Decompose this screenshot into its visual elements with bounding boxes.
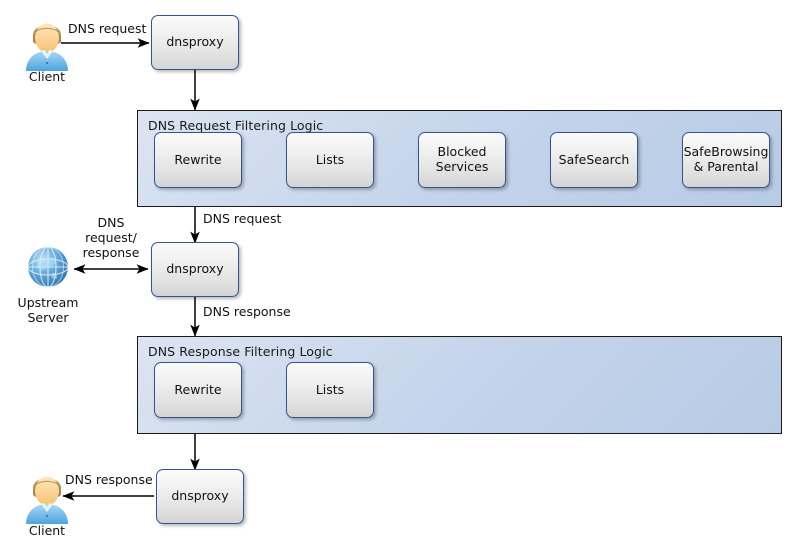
upstream-server-label: Upstream Server bbox=[1, 295, 95, 326]
label-proxy-to-request-filter: DNS request bbox=[203, 211, 282, 226]
req-blocked-services-node[interactable]: Blocked Services bbox=[418, 132, 506, 188]
req-lists-node[interactable]: Lists bbox=[286, 132, 374, 188]
label-upstream-line3: response bbox=[82, 244, 140, 260]
response-filtering-title: DNS Response Filtering Logic bbox=[148, 344, 333, 359]
user-icon bbox=[26, 23, 68, 71]
label-proxy-to-client: DNS response bbox=[65, 472, 153, 487]
req-safesearch-label: SafeSearch bbox=[558, 151, 630, 167]
label-proxy-to-response-filter: DNS response bbox=[203, 304, 291, 319]
upstream-server-label-line1: Upstream bbox=[17, 295, 79, 310]
dnsproxy-bottom-node[interactable]: dnsproxy bbox=[156, 469, 244, 524]
req-blocked-services-label-line2: Services bbox=[435, 159, 489, 174]
req-safebrowsing-label-line1: SafeBrowsing bbox=[683, 144, 769, 160]
dnsproxy-bottom-label: dnsproxy bbox=[171, 488, 229, 504]
response-filtering-group: DNS Response Filtering Logic bbox=[137, 336, 782, 434]
req-safesearch-node[interactable]: SafeSearch bbox=[550, 132, 638, 188]
req-safebrowsing-label-line2: & Parental bbox=[693, 159, 759, 174]
req-rewrite-label: Rewrite bbox=[174, 151, 222, 167]
label-upstream-exchange: DNS request/ response bbox=[72, 215, 150, 260]
label-upstream-line2: request/ bbox=[85, 229, 137, 245]
dnsproxy-top-label: dnsproxy bbox=[166, 34, 224, 50]
client-top-label: Client bbox=[28, 69, 66, 84]
label-upstream-line1: DNS bbox=[97, 215, 125, 230]
dnsproxy-middle-label: dnsproxy bbox=[166, 261, 224, 277]
resp-lists-node[interactable]: Lists bbox=[286, 362, 374, 418]
req-rewrite-node[interactable]: Rewrite bbox=[154, 132, 242, 188]
client-bottom-label: Client bbox=[28, 523, 66, 538]
upstream-server-label-line2: Server bbox=[27, 309, 69, 325]
req-lists-label: Lists bbox=[315, 151, 345, 167]
dnsproxy-top-node[interactable]: dnsproxy bbox=[151, 15, 239, 70]
resp-rewrite-node[interactable]: Rewrite bbox=[154, 362, 242, 418]
req-safebrowsing-node[interactable]: SafeBrowsing & Parental bbox=[682, 132, 770, 188]
resp-lists-label: Lists bbox=[315, 381, 345, 397]
globe-icon bbox=[27, 246, 69, 288]
dnsproxy-middle-node[interactable]: dnsproxy bbox=[151, 242, 239, 297]
req-blocked-services-label-line1: Blocked bbox=[437, 144, 487, 160]
user-icon bbox=[26, 476, 68, 524]
label-client-to-proxy: DNS request bbox=[68, 21, 147, 36]
resp-rewrite-label: Rewrite bbox=[174, 381, 222, 397]
request-filtering-title: DNS Request Filtering Logic bbox=[148, 118, 324, 133]
